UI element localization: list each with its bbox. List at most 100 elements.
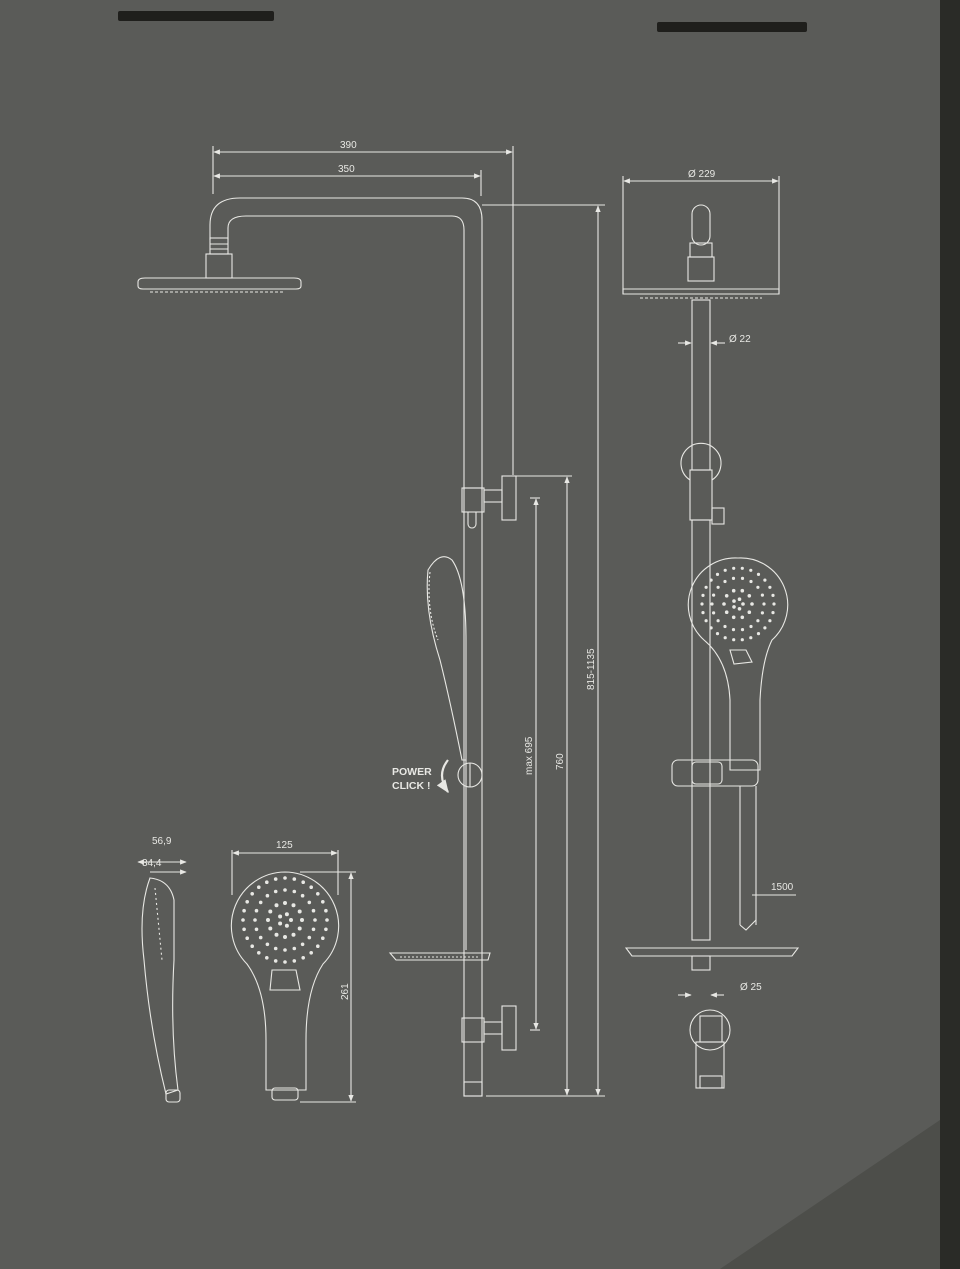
nozzle-dot <box>316 944 320 948</box>
nozzle-dot <box>266 918 270 922</box>
nozzle-dot <box>756 632 761 636</box>
nozzle-dot <box>741 602 745 606</box>
dim-label-depth-inner: 34,4 <box>142 858 162 869</box>
dim-label-hose: 1500 <box>771 882 794 893</box>
nozzle-dot <box>762 602 766 606</box>
nozzle-dot <box>760 611 765 615</box>
nozzle-dot <box>283 876 287 880</box>
nozzle-dot <box>292 889 297 894</box>
dim-label-head-diameter: Ø 229 <box>688 169 716 180</box>
nozzle-dot <box>274 903 279 908</box>
click-label: CLICK ! <box>392 780 431 792</box>
nozzle-dot <box>242 908 246 913</box>
nozzle-dot <box>254 927 259 932</box>
hand-shower-side <box>426 556 467 761</box>
nozzle-pattern-detail <box>241 876 329 964</box>
nozzle-dot <box>284 923 289 928</box>
nozzle-dot <box>716 619 720 623</box>
nozzle-dot <box>291 903 296 908</box>
nozzle-dot <box>772 602 776 606</box>
nozzle-dot <box>273 946 278 951</box>
nozzle-dot <box>723 568 727 572</box>
nozzle-dot <box>749 636 753 640</box>
nozzle-dot <box>740 638 744 642</box>
nozzle-dot <box>723 624 727 629</box>
nozzle-dot <box>289 918 293 922</box>
nozzle-dot <box>297 909 302 914</box>
nozzle-dot <box>715 632 720 636</box>
nozzle-dot <box>756 585 760 589</box>
right-box-edge <box>940 0 960 1269</box>
nozzle-dot <box>316 892 320 896</box>
nozzle-dot <box>284 912 289 917</box>
nozzle-dot <box>321 900 325 904</box>
nozzle-dot <box>737 597 742 601</box>
nozzle-dot <box>771 593 775 598</box>
nozzle-dot <box>749 579 753 584</box>
nozzle-dot <box>704 585 708 589</box>
nozzle-dot <box>268 909 273 914</box>
overhead-head-front <box>622 288 780 295</box>
nozzle-dot <box>732 638 736 642</box>
soap-dish-front <box>624 947 800 957</box>
nozzle-dot <box>283 888 287 892</box>
nozzle-dot <box>253 918 257 922</box>
nozzle-dot <box>768 619 772 623</box>
nozzle-dot <box>292 877 297 881</box>
nozzle-dot <box>763 578 767 582</box>
nozzle-dot <box>292 946 297 951</box>
nozzle-dot <box>242 927 246 932</box>
nozzle-dot <box>709 626 713 630</box>
nozzle-dot <box>731 628 736 632</box>
nozzle-dot <box>737 607 742 611</box>
nozzle-dot <box>709 578 713 582</box>
nozzle-dot <box>324 927 328 932</box>
nozzle-dot <box>307 935 312 940</box>
nozzle-dot <box>747 610 752 614</box>
nozzle-dot <box>254 908 259 913</box>
nozzle-dot <box>273 959 278 963</box>
nozzle-dot <box>724 610 729 614</box>
nozzle-dot <box>700 602 704 606</box>
hand-shower-face <box>230 850 356 1103</box>
nozzle-dot <box>300 893 305 898</box>
nozzle-dot <box>321 936 325 940</box>
dim-label-390: 390 <box>340 140 357 151</box>
slider-front <box>671 759 759 787</box>
nozzle-dot <box>740 615 745 620</box>
nozzle-dot <box>301 956 306 960</box>
nozzle-dot <box>283 960 287 964</box>
nozzle-dot <box>309 885 314 889</box>
nozzle-dot <box>292 959 297 963</box>
nozzle-dot <box>747 594 752 598</box>
bottom-shadow <box>720 1120 940 1269</box>
nozzle-dot <box>313 918 317 922</box>
nozzle-dot <box>265 880 269 884</box>
power-label: POWER <box>392 766 432 778</box>
nozzle-dot <box>732 566 736 570</box>
nozzle-dot <box>756 619 760 623</box>
nozzle-dot <box>274 932 279 937</box>
nozzle-dot <box>283 901 287 905</box>
nozzle-dot <box>241 918 245 922</box>
nozzle-dot <box>768 585 772 589</box>
nozzle-dot <box>309 951 314 955</box>
nozzle-dot <box>722 602 726 606</box>
nozzle-dot <box>740 628 745 632</box>
nozzle-dot <box>297 926 302 931</box>
nozzle-dot <box>268 926 273 931</box>
nozzle-dot <box>710 602 714 606</box>
nozzle-dot <box>257 885 261 889</box>
nozzle-dot <box>771 611 775 615</box>
nozzle-dot <box>701 593 705 598</box>
shower-arm <box>209 197 483 490</box>
nozzle-dot <box>731 588 736 593</box>
nozzle-dot <box>723 579 727 584</box>
nozzle-dot <box>325 918 329 922</box>
hand-shower-front <box>687 557 789 771</box>
nozzle-dot <box>300 942 305 947</box>
nozzle-pattern-front <box>700 566 776 642</box>
